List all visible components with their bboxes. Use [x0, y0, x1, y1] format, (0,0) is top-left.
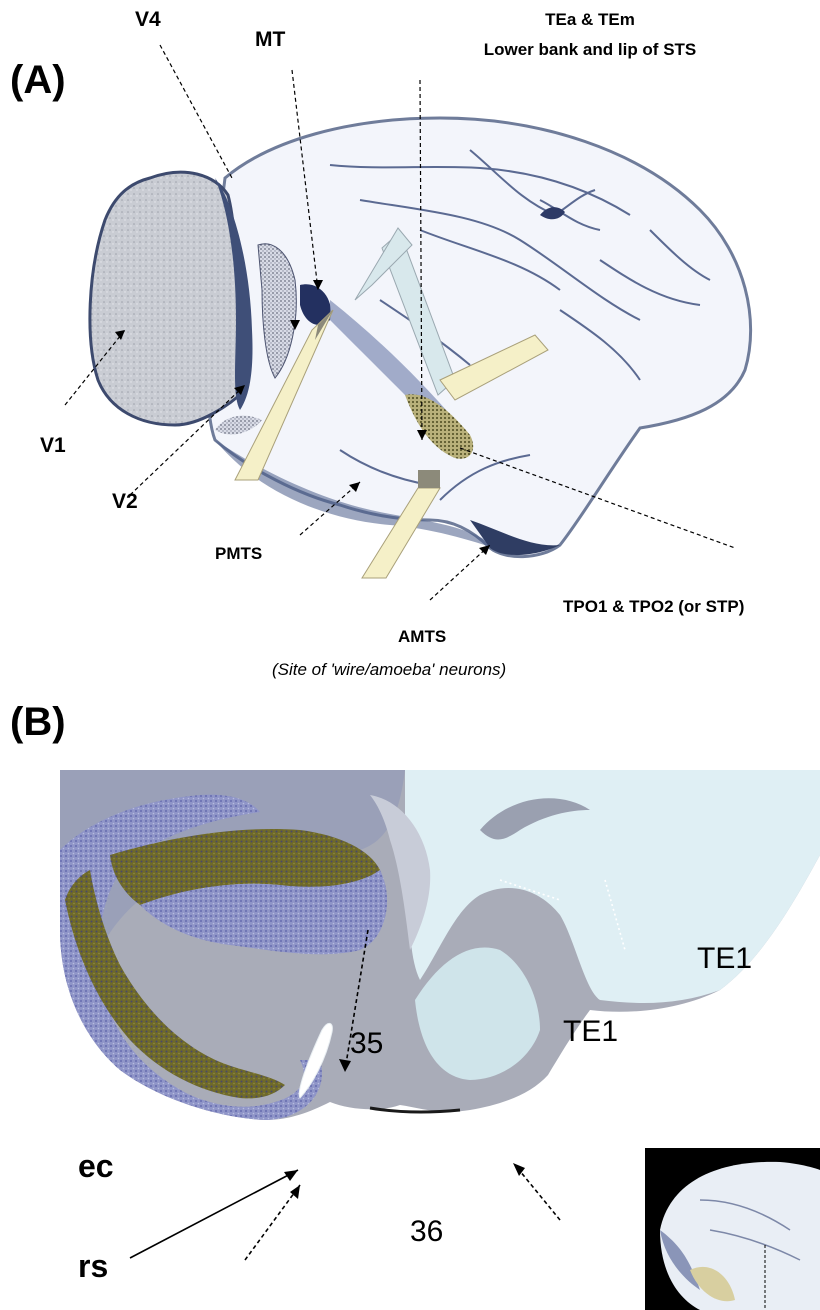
panel-a-letter: (A) [10, 58, 66, 103]
label-v1: V1 [40, 434, 66, 458]
label-amts-note: (Site of 'wire/amoeba' neurons) [272, 660, 506, 680]
label-v2: V2 [112, 490, 138, 514]
label-tpo: TPO1 & TPO2 (or STP) [563, 597, 744, 617]
label-v4: V4 [135, 8, 161, 32]
panel-b-letter: (B) [10, 700, 66, 745]
occipital-pole [90, 172, 245, 425]
panel-a: (A) V4 MT TEa & TEm Lower bank and lip o… [0, 0, 820, 700]
label-rs: rs [78, 1248, 108, 1285]
label-area-35: 35 [350, 1027, 383, 1061]
inset-brain-thumbnail [645, 1148, 820, 1310]
label-amts: AMTS [398, 627, 446, 647]
label-tea-tem: TEa & TEm [430, 10, 750, 30]
label-area-36: 36 [410, 1215, 443, 1249]
brain-lateral-view [0, 0, 820, 700]
label-mt: MT [255, 28, 285, 52]
label-pmts: PMTS [215, 544, 262, 564]
label-te1-upper: TE1 [697, 942, 752, 976]
panel-b: (B) TE1 TE1 35 36 ec rs [0, 700, 820, 1310]
label-te1-lower: TE1 [563, 1015, 618, 1049]
label-lower-bank-sts: Lower bank and lip of STS [430, 40, 750, 60]
label-ec: ec [78, 1148, 114, 1185]
